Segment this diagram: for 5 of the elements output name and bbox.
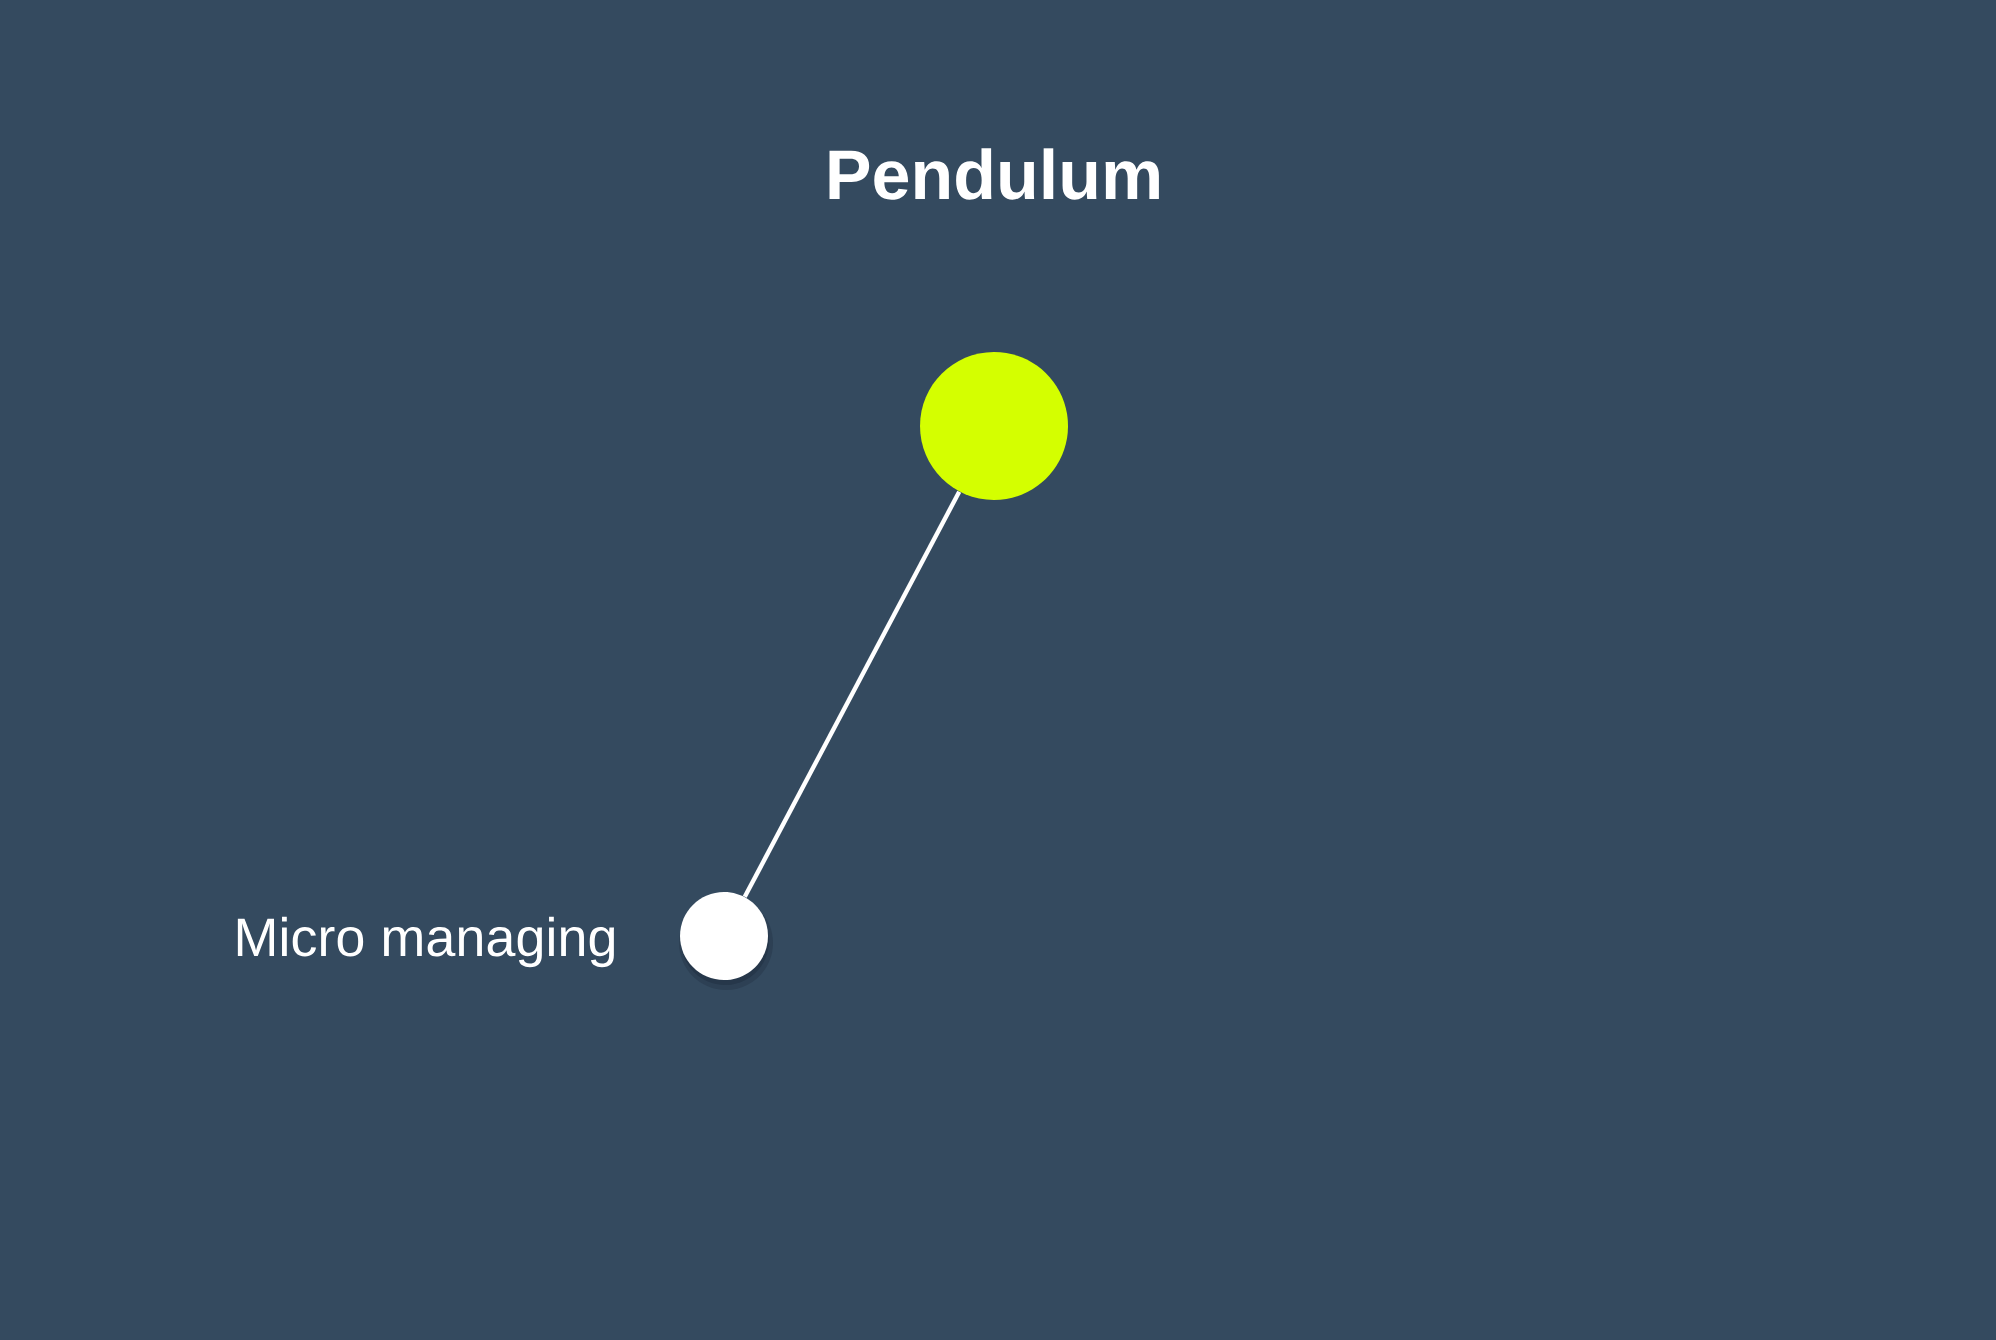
pendulum-bob [920,352,1068,500]
pendulum-bob [679,892,773,990]
pendulum-rod [742,490,962,898]
node-label: Micro managing [237,916,615,968]
title: Pendulum [829,148,1159,200]
